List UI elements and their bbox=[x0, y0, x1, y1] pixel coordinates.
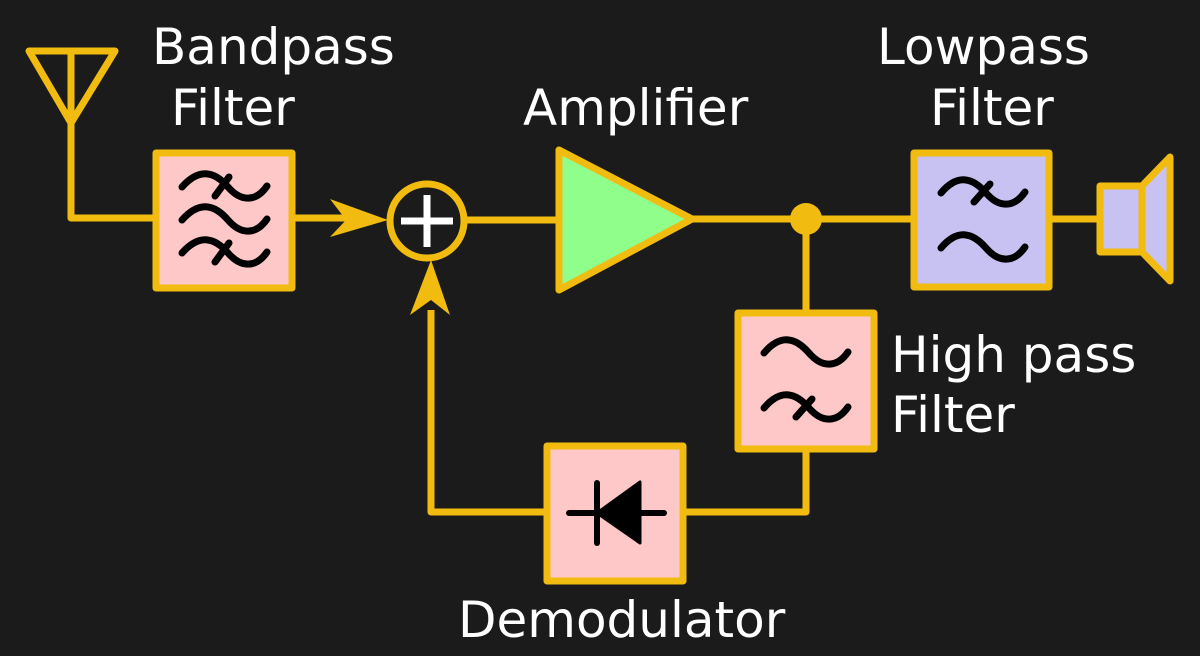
diode-icon bbox=[566, 480, 667, 546]
bandpass-filter-icon bbox=[178, 170, 271, 268]
antenna-icon bbox=[25, 47, 119, 127]
arrowhead-up-icon bbox=[410, 260, 450, 315]
arrowhead-right-icon bbox=[330, 199, 388, 237]
lowpass-filter-block bbox=[910, 149, 1053, 291]
demodulator-block bbox=[543, 442, 687, 585]
wire-antenna-to-bandpass bbox=[67, 120, 156, 222]
junction-dot bbox=[790, 203, 822, 235]
amplifier-label: Amplifier bbox=[523, 79, 749, 137]
summing-junction bbox=[386, 180, 468, 262]
bandpass-filter-block bbox=[152, 149, 296, 292]
lowpass-label-line1: Lowpass bbox=[877, 18, 1090, 76]
speaker-icon bbox=[1096, 153, 1174, 285]
highpass-filter-icon bbox=[760, 336, 852, 423]
bandpass-label-line2: Filter bbox=[171, 79, 295, 137]
highpass-label-line2: Filter bbox=[891, 386, 1015, 444]
highpass-label-line1: High pass bbox=[891, 326, 1136, 384]
highpass-filter-block bbox=[734, 309, 878, 453]
highpass-filter-box bbox=[734, 309, 878, 453]
amplifier-triangle-icon bbox=[555, 146, 696, 294]
summing-junction-icon bbox=[386, 180, 468, 262]
bandpass-label-line1: Bandpass bbox=[152, 18, 395, 76]
lowpass-label-line2: Filter bbox=[930, 79, 1054, 137]
lowpass-filter-box bbox=[910, 149, 1053, 291]
lowpass-filter-icon bbox=[937, 176, 1029, 263]
wire-highpass-to-demodulator bbox=[683, 450, 810, 516]
wire-demodulator-to-summer bbox=[427, 310, 547, 516]
demodulator-label: Demodulator bbox=[458, 591, 786, 649]
